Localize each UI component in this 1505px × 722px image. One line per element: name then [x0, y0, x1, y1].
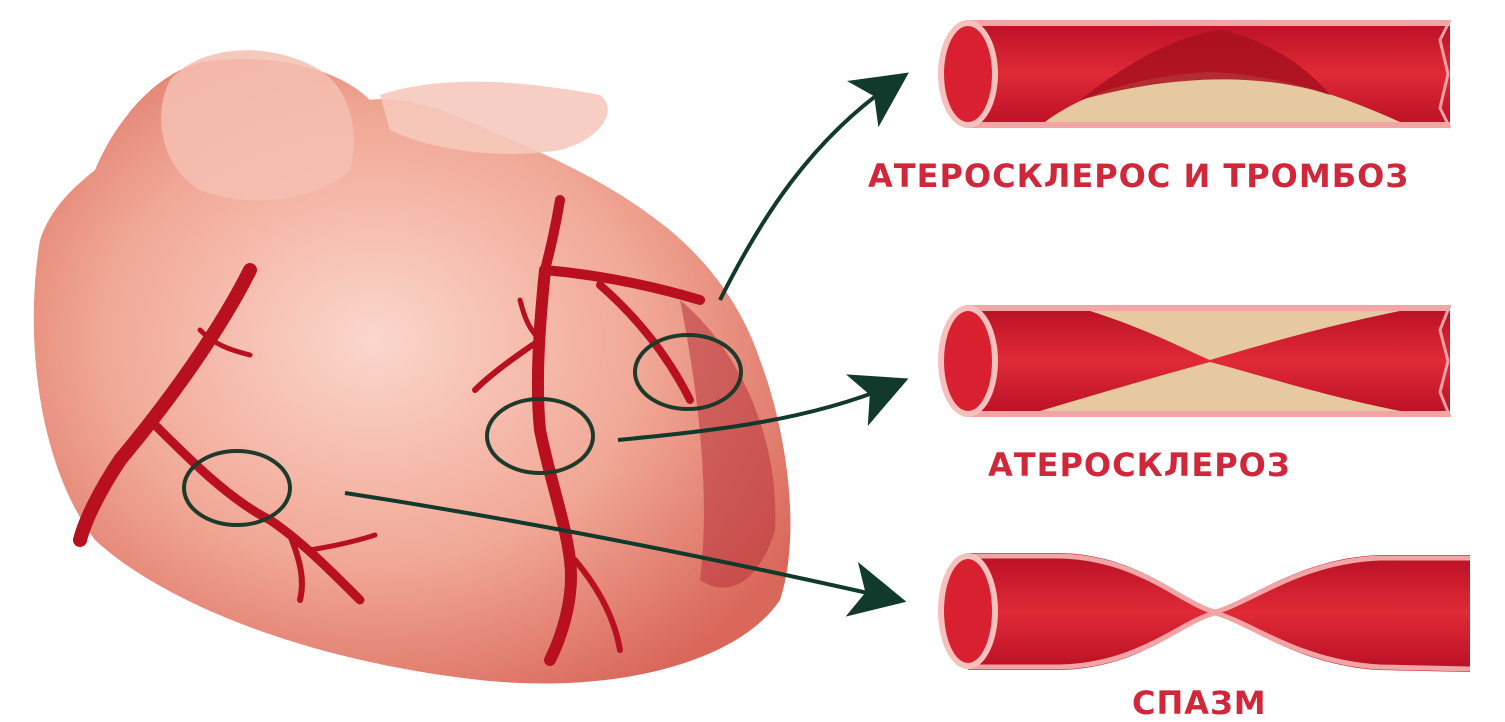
vessel-thrombosis [938, 20, 1450, 128]
vessel-spasm [938, 553, 1470, 672]
label-atherosclerosis-thrombosis: АТЕРОСКЛЕРОС И ТРОМБОЗ [868, 157, 1409, 195]
vessel-atherosclerosis [938, 305, 1450, 417]
label-atherosclerosis: АТЕРОСКЛЕРОЗ [988, 446, 1291, 484]
label-spasm: СПАЗМ [1132, 684, 1267, 722]
heart-illustration [34, 50, 791, 683]
